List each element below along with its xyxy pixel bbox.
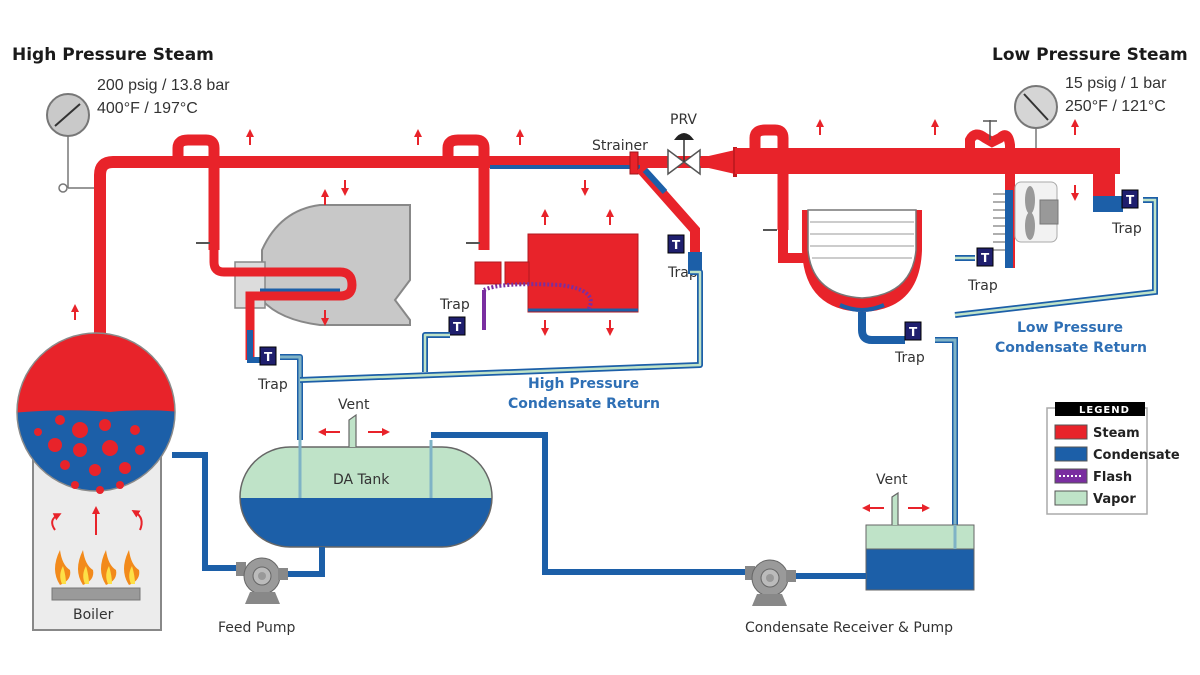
- strainer-icon: [629, 151, 702, 274]
- receiver-vent-label: Vent: [876, 472, 908, 488]
- hp-pressure-gauge-icon: [46, 93, 95, 193]
- lp-temperature: 250°F / 121°C: [1065, 98, 1166, 115]
- trap-label: Trap: [257, 377, 288, 393]
- hp-return-label-2: Condensate Return: [508, 396, 660, 412]
- prv-valve-icon[interactable]: [640, 133, 720, 176]
- heat-arrows-icon: [51, 506, 143, 535]
- trap-label: Trap: [894, 350, 925, 366]
- hp-condensate-return: [280, 269, 703, 440]
- trap-label: Trap: [1111, 221, 1142, 237]
- condensate-pump-icon[interactable]: Condensate Receiver & Pump: [745, 559, 953, 636]
- legend-item-vapor: Vapor: [1054, 490, 1136, 507]
- lp-steam-title: Low Pressure Steam: [992, 45, 1188, 65]
- prv-label: PRV: [670, 112, 697, 128]
- steam-trap[interactable]: T Trap: [967, 247, 998, 294]
- burner-flame-icon: [55, 550, 140, 585]
- strainer-label: Strainer: [592, 138, 648, 154]
- da-tank: DA Tank Vent: [239, 397, 493, 548]
- trap-symbol: T: [264, 350, 273, 364]
- lp-steam-main: [700, 120, 1123, 268]
- trap-icon: [976, 247, 994, 267]
- trap-icon: [448, 316, 466, 336]
- boiler-label: Boiler: [73, 607, 114, 623]
- lp-condensate-return: [935, 197, 1158, 530]
- legend-item-steam: Steam: [1054, 424, 1140, 441]
- legend-swatch: [1054, 424, 1088, 440]
- trap-symbol: T: [981, 251, 990, 265]
- condensate-pump-line: [431, 432, 745, 575]
- trap-symbol: T: [672, 238, 681, 252]
- legend-label: Flash: [1093, 470, 1132, 485]
- trap-symbol: T: [1126, 193, 1135, 207]
- hp-steam-main: [94, 134, 640, 345]
- feed-pump-icon[interactable]: Feed Pump: [218, 557, 296, 636]
- da-tank-label: DA Tank: [333, 472, 390, 488]
- hp-temperature: 400°F / 197°C: [97, 100, 198, 117]
- lp-unit-heater: [993, 181, 1059, 268]
- lp-return-label-2: Condensate Return: [995, 340, 1147, 356]
- hp-header-labels: High Pressure Steam 200 psig / 13.8 bar …: [12, 45, 230, 117]
- legend-swatch: [1054, 490, 1088, 506]
- trap-icon: [1121, 189, 1139, 209]
- hp-process-tank: [466, 233, 639, 330]
- legend-swatch: [1054, 446, 1088, 462]
- steam-trap[interactable]: T Trap: [439, 297, 470, 336]
- legend-label: Condensate: [1093, 448, 1180, 463]
- feed-pump-label: Feed Pump: [218, 620, 296, 636]
- legend-label: Steam: [1093, 426, 1140, 441]
- trap-symbol: T: [453, 320, 462, 334]
- lp-jacketed-kettle: [763, 209, 922, 344]
- da-vent-label: Vent: [338, 397, 370, 413]
- lp-return-label-1: Low Pressure: [1017, 320, 1123, 336]
- heat-loss-arrows: [71, 119, 1079, 336]
- legend-label: Vapor: [1093, 492, 1136, 507]
- trap-icon: [259, 346, 277, 366]
- steam-trap[interactable]: T Trap: [894, 321, 925, 366]
- steam-trap[interactable]: T Trap: [257, 346, 288, 393]
- trap-icon: [667, 234, 685, 254]
- steam-trap[interactable]: T Trap: [1111, 189, 1142, 237]
- lp-pressure-gauge-icon: [1014, 85, 1058, 150]
- legend-title: LEGEND: [1079, 405, 1130, 416]
- trap-symbol: T: [909, 325, 918, 339]
- hp-pressure: 200 psig / 13.8 bar: [97, 77, 230, 94]
- hp-heat-exchanger: [196, 204, 411, 363]
- boiler: Boiler: [16, 332, 176, 631]
- condensate-receiver-label: Condensate Receiver & Pump: [745, 620, 953, 636]
- trap-label: Trap: [967, 278, 998, 294]
- trap-icon: [904, 321, 922, 341]
- legend-item-flash: Flash: [1054, 468, 1132, 485]
- condensate-receiver: Vent: [862, 472, 975, 591]
- lp-pressure: 15 psig / 1 bar: [1065, 75, 1167, 92]
- lp-header-labels: Low Pressure Steam 15 psig / 1 bar 250°F…: [992, 45, 1188, 115]
- hp-steam-title: High Pressure Steam: [12, 45, 214, 65]
- legend-item-condensate: Condensate: [1054, 446, 1180, 463]
- trap-label: Trap: [439, 297, 470, 313]
- boiler-feed-line: [172, 452, 238, 571]
- da-to-feed-pump-line: [288, 547, 325, 577]
- hp-return-label-1: High Pressure: [528, 376, 639, 392]
